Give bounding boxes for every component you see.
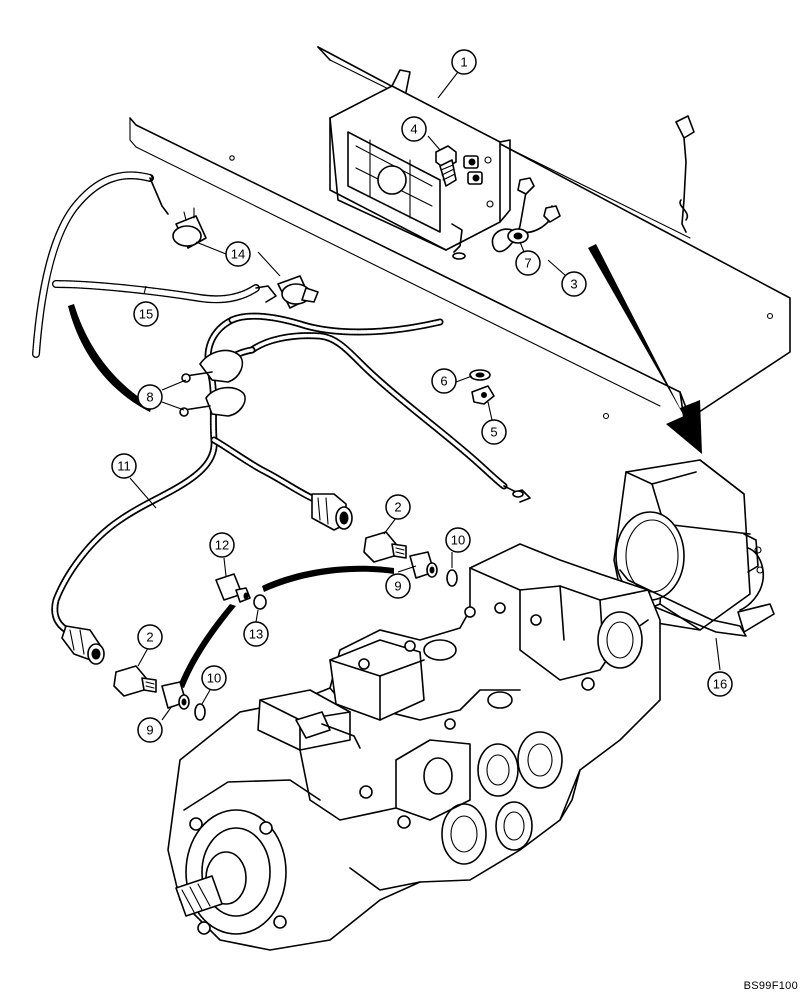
pressure-switch-lower	[277, 275, 319, 309]
svg-text:5: 5	[490, 425, 497, 440]
drawing-code: BS99F100	[743, 980, 798, 992]
harness-clamps	[179, 349, 246, 417]
svg-text:13: 13	[249, 627, 263, 642]
fitting-lower	[161, 681, 190, 710]
harness-connector-lower	[61, 625, 105, 665]
washer	[452, 252, 466, 260]
backup-alarm	[613, 459, 775, 637]
svg-text:16: 16	[713, 677, 727, 692]
callout-8: 8	[137, 384, 163, 410]
svg-text:6: 6	[440, 374, 447, 389]
callout-10-lower: 10	[201, 665, 227, 691]
switch-cables	[32, 171, 277, 358]
nut-and-washer	[469, 369, 495, 405]
pressure-sensor-lower	[113, 665, 157, 697]
callout-14: 14	[225, 241, 251, 267]
svg-text:10: 10	[451, 533, 465, 548]
callout-9-upper: 9	[385, 573, 411, 599]
callout-1: 1	[451, 49, 477, 75]
bolt	[435, 145, 457, 187]
svg-text:14: 14	[231, 247, 245, 262]
svg-text:10: 10	[207, 671, 221, 686]
jumper-wire	[491, 177, 561, 253]
o-ring-adapter	[253, 594, 267, 610]
callout-11: 11	[111, 453, 137, 479]
callout-10-upper: 10	[445, 527, 471, 553]
callout-7: 7	[515, 250, 541, 276]
svg-text:9: 9	[146, 723, 153, 738]
bracket-terminals	[463, 155, 483, 185]
callout-13: 13	[243, 621, 269, 647]
pressure-sensor-upper	[363, 531, 407, 563]
callout-6: 6	[431, 368, 457, 394]
callout-15: 15	[133, 301, 159, 327]
callout-3: 3	[561, 271, 587, 297]
arrow-upper-fitting	[262, 565, 394, 592]
svg-text:4: 4	[410, 122, 417, 137]
svg-text:1: 1	[460, 55, 467, 70]
svg-text:15: 15	[139, 307, 153, 322]
pressure-switch-upper	[172, 207, 207, 249]
direction-arrow	[588, 244, 702, 454]
o-ring-lower	[194, 703, 206, 721]
pigtail-lead	[675, 115, 695, 233]
alarm-bracket	[329, 69, 511, 253]
svg-text:2: 2	[394, 500, 401, 515]
callout-2-upper: 2	[385, 494, 411, 520]
adapter-fitting	[215, 573, 251, 603]
callout-9-lower: 9	[137, 717, 163, 743]
harness-connector-upper	[311, 493, 353, 531]
callout-5: 5	[481, 419, 507, 445]
svg-text:2: 2	[146, 630, 153, 645]
callout-4: 4	[401, 116, 427, 142]
callout-2-lower: 2	[137, 624, 163, 650]
svg-text:8: 8	[146, 390, 153, 405]
callout-16: 16	[707, 671, 733, 697]
o-ring-upper	[446, 569, 458, 587]
fitting-upper	[409, 551, 438, 579]
svg-text:7: 7	[524, 256, 531, 271]
svg-text:3: 3	[570, 277, 577, 292]
arrow-lower-fitting	[178, 604, 236, 688]
svg-text:11: 11	[117, 459, 131, 474]
hydrostatic-pump	[167, 543, 661, 951]
callout-12: 12	[209, 532, 235, 558]
leader-lines	[129, 71, 721, 721]
svg-text:12: 12	[215, 538, 229, 553]
svg-text:9: 9	[394, 579, 401, 594]
